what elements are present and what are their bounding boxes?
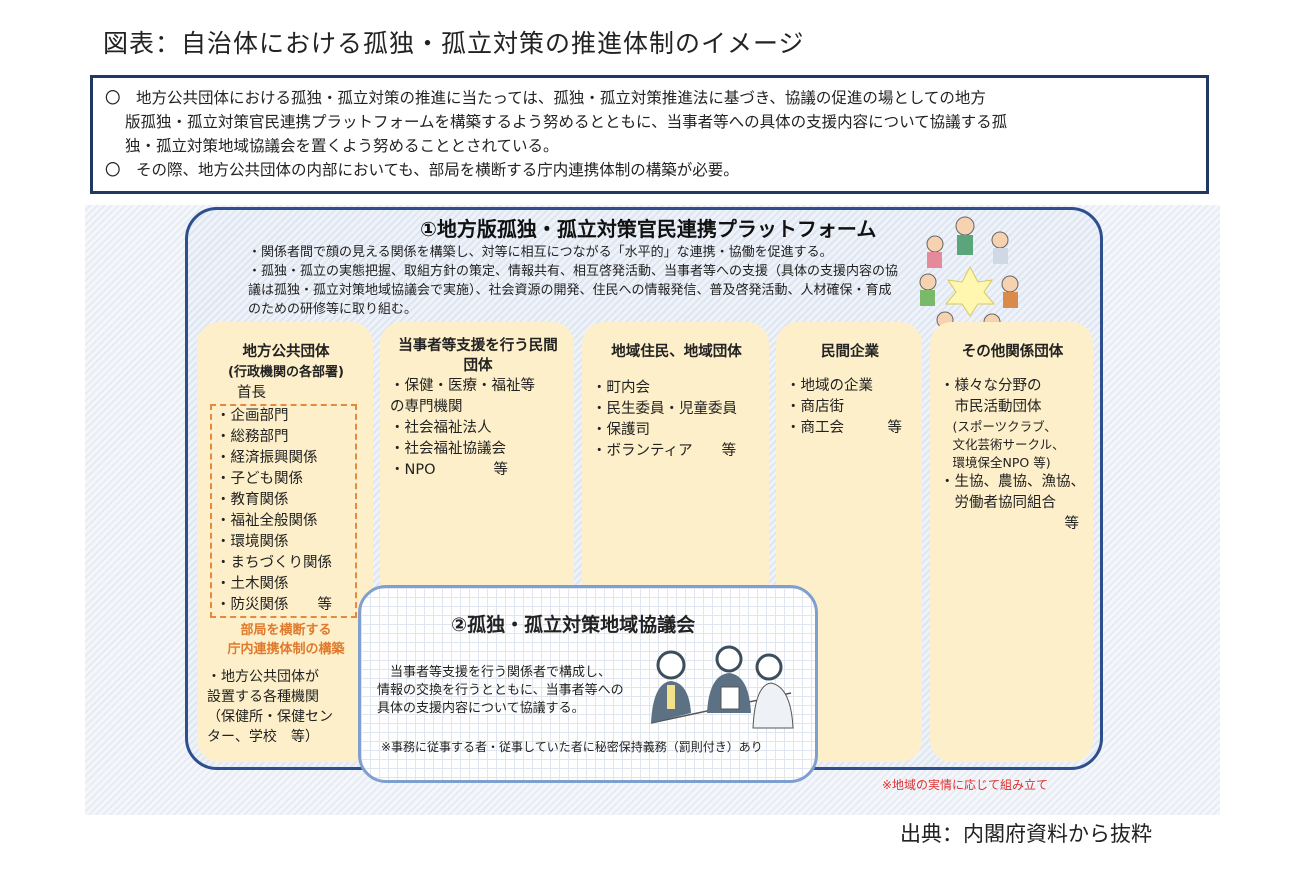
column-item: ・保護司 [592,422,650,438]
dept-item: ・環境関係 [216,534,289,550]
dept-item: ・防災関係 等 [216,597,332,613]
column-subtitle: (行政機関の各部署) [228,365,344,380]
column-item: ・ボランティア 等 [592,443,737,459]
column-item: ・保健・医療・福祉等 [390,378,535,394]
council-title: ②孤独・孤立対策地域協議会 [451,614,696,636]
dept-item: ・福祉全般関係 [216,513,318,529]
column-item: ・民生委員・児童委員 [592,401,737,417]
head-of-government: 首長 [237,385,266,401]
column-item: の専門機関 [390,399,463,415]
local-circumstances-note: ※地域の実情に応じて組み立て [882,778,1049,792]
column-title: 民間企業 [821,344,879,360]
council-desc-line: 当事者等支援を行う関係者で構成し、 [377,665,612,680]
column-item: ・社会福祉法人 [390,420,492,436]
column-title: 地方公共団体 [242,344,330,360]
source-credit: 出典：内閣府資料から抜粋 [900,822,1152,846]
meeting-people-illustration [650,645,794,729]
column-item: 市民活動団体 [940,399,1042,415]
other-agency-line: ター、学校 等） [207,729,319,745]
dept-item: ・企画部門 [216,408,289,424]
other-agency-line: （保健所・保健セン [207,709,333,725]
dept-item: ・経済振興関係 [216,450,318,466]
column-item: 労働者協同組合 [940,495,1056,511]
column-item: ・地域の企業 [786,378,873,394]
column-local-government: 地方公共団体 (行政機関の各部署) 首長 ・企画部門 ・総務部門 ・経済振興関係… [197,322,373,762]
council-desc-line: 具体の支援内容について協議する。 [377,701,585,716]
column-item: ・社会福祉協議会 [390,441,506,457]
summary-line: 〇 地方公共団体における孤独・孤立対策の推進に当たっては、孤独・孤立対策推進法に… [105,89,986,107]
summary-line: 〇 その際、地方公共団体の内部においても、部局を横断する庁内連携体制の構築が必要… [105,161,739,179]
column-item: ・NPO 等 [390,462,509,478]
council-desc-line: 情報の交換を行うとともに、当事者等への [377,683,624,698]
other-agency-line: 設置する各種機関 [207,689,319,705]
column-item: ・商工会 等 [786,420,902,436]
confidentiality-note: ※事務に従事する者・従事していた者に秘密保持義務（罰則付き）あり [381,740,763,754]
departments-dashed-box: ・企画部門 ・総務部門 ・経済振興関係 ・子ども関係 ・教育関係 ・福祉全般関係… [210,404,357,618]
column-title: 当事者等支援を行う民間団体 [398,338,558,374]
dept-item: ・土木関係 [216,576,289,592]
column-item-note: 文化芸術サークル、 [940,437,1065,452]
column-item: ・様々な分野の [940,378,1042,394]
platform-desc-line: ・関係者間で顔の見える関係を構築し、対等に相互につながる「水平的」な連携・協働を… [248,245,833,260]
column-other-organizations: その他関係団体 ・様々な分野の 市民活動団体 (スポーツクラブ、 文化芸術サーク… [930,322,1093,762]
column-item-note: (スポーツクラブ、 [940,419,1057,434]
column-item: ・生協、農協、漁協、 [940,474,1085,490]
dept-item: ・総務部門 [216,429,289,445]
figure-title: 図表：自治体における孤独・孤立対策の推進体制のイメージ [103,29,805,58]
summary-line: 独・孤立対策地域協議会を置くよう努めることとされている。 [125,137,559,155]
column-item-etc: 等 [1064,516,1080,532]
column-title: その他関係団体 [961,344,1064,360]
platform-description: ・関係者間で顔の見える関係を構築し、対等に相互につながる「水平的」な連携・協働を… [248,243,898,319]
column-title: 地域住民、地域団体 [611,344,742,360]
column-item: ・商店街 [786,399,844,415]
column-item: ・町内会 [592,380,650,396]
platform-desc-line: ・孤独・孤立の実態把握、取組方針の策定、情報共有、相互啓発活動、当事者等への支援… [248,264,899,317]
council-box: ②孤独・孤立対策地域協議会 当事者等支援を行う関係者で構成し、 情報の交換を行う… [358,585,818,783]
summary-line: 版孤独・孤立対策官民連携プラットフォームを構築するよう努めるとともに、当事者等へ… [125,113,1008,131]
council-description: 当事者等支援を行う関係者で構成し、 情報の交換を行うとともに、当事者等への 具体… [377,664,624,718]
column-item-note: 環境保全NPO 等) [940,455,1051,470]
dept-item: ・まちづくり関係 [216,555,332,571]
dept-item: ・教育関係 [216,492,289,508]
cross-department-label: 庁内連携体制の構築 [227,642,345,657]
dept-item: ・子ども関係 [216,471,303,487]
other-agency-line: ・地方公共団体が [207,669,319,685]
summary-box: 〇 地方公共団体における孤独・孤立対策の推進に当たっては、孤独・孤立対策推進法に… [90,75,1209,194]
cross-department-label: 部局を横断する [240,623,332,638]
platform-title: ①地方版孤独・孤立対策官民連携プラットフォーム [420,217,877,241]
